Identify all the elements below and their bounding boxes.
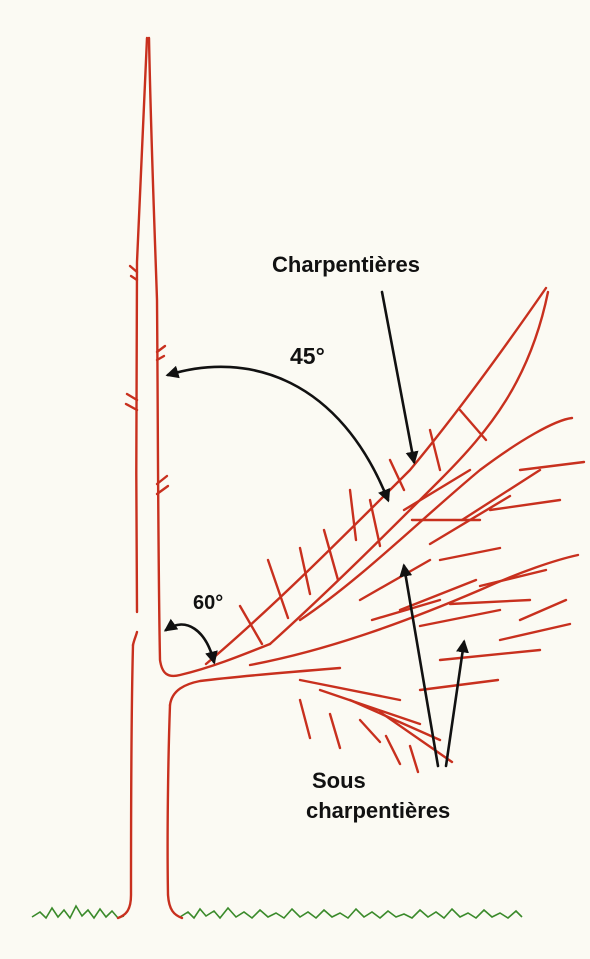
sous-charpentieres-arrow-2 <box>446 642 464 766</box>
angle-45-arrow <box>168 367 388 500</box>
trunk-notch <box>133 632 137 645</box>
leader-right <box>149 38 270 676</box>
leader-left <box>136 38 147 612</box>
trunk-right <box>168 705 182 918</box>
angle-60-arrow <box>166 625 214 662</box>
trunk-left <box>118 645 133 918</box>
scaffold-lower <box>250 555 578 665</box>
grass-ground <box>32 906 522 918</box>
trunk-shoulder <box>170 668 340 705</box>
charpentieres-label: Charpentières <box>272 252 420 278</box>
sous-charpentieres-label: charpentières <box>306 798 450 824</box>
angle-45-label: 45° <box>290 343 325 370</box>
charpentieres-arrow <box>382 292 414 462</box>
angle-60-label: 60° <box>193 592 223 615</box>
sous-label: Sous <box>312 768 366 794</box>
